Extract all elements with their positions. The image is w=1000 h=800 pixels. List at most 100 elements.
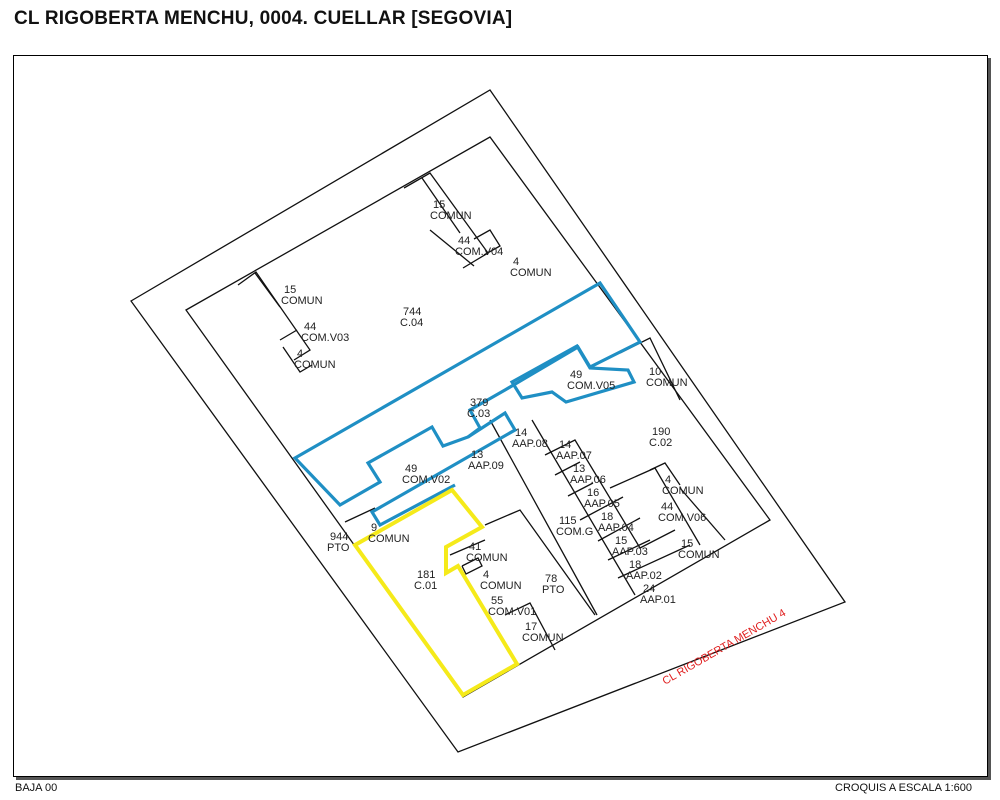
unit-name: AAP.02 — [626, 570, 662, 582]
unit-name: COMUN — [368, 533, 410, 545]
partition — [473, 229, 501, 256]
unit-name: COM.V04 — [455, 246, 503, 258]
zone-com-v05 — [509, 343, 637, 404]
unit-area: 379 — [470, 397, 488, 409]
partition — [403, 172, 489, 269]
partition — [504, 602, 556, 651]
unit-area: 49 — [405, 463, 417, 475]
partition — [484, 509, 596, 616]
partition — [679, 487, 726, 541]
partition — [544, 439, 676, 549]
unit-area: 14 — [515, 427, 527, 439]
unit-name: COM.V06 — [658, 512, 706, 524]
partition — [429, 229, 475, 267]
unit-area: 10 — [649, 366, 661, 378]
partition — [567, 482, 594, 497]
unit-name: COMUN — [662, 485, 704, 497]
unit-name: AAP.07 — [556, 450, 592, 462]
unit-area: 17 — [525, 621, 537, 633]
unit-name: C.04 — [400, 317, 423, 329]
unit-name: COM.V05 — [567, 380, 615, 392]
unit-area: 18 — [601, 511, 613, 523]
unit-area: 13 — [573, 463, 585, 475]
unit-name: AAP.08 — [512, 438, 548, 450]
unit-name: COM.V03 — [301, 332, 349, 344]
unit-area: 9 — [371, 522, 377, 534]
scale-label: CROQUIS A ESCALA 1:600 — [835, 782, 972, 794]
unit-area: 944 — [330, 531, 348, 543]
floor-label: BAJA 00 — [15, 782, 58, 794]
unit-name: AAP.03 — [612, 546, 648, 558]
sketch-frame — [13, 55, 988, 777]
partition — [554, 461, 581, 476]
partition — [344, 507, 376, 523]
zone-c03-lower — [369, 410, 518, 528]
unit-name: AAP.06 — [570, 474, 606, 486]
unit-area: 190 — [652, 426, 670, 438]
partition — [237, 271, 311, 361]
partition — [579, 496, 624, 521]
highlight-blue-zones — [292, 280, 643, 528]
unit-area: 4 — [513, 256, 519, 268]
unit-area: 18 — [629, 559, 641, 571]
highlight-yellow-c01 — [352, 487, 520, 698]
unit-name: C.03 — [467, 408, 490, 420]
partition — [489, 419, 598, 616]
unit-area: 13 — [471, 449, 483, 461]
unit-name: COMUN — [480, 580, 522, 592]
unit-area: 4 — [665, 474, 671, 486]
unit-area: 15 — [284, 284, 296, 296]
unit-name: COMUN — [522, 632, 564, 644]
unit-area: 41 — [469, 541, 481, 553]
unit-name: COM.G — [556, 526, 593, 538]
unit-area: 4 — [483, 569, 489, 581]
unit-name: COM.V01 — [488, 606, 536, 618]
partition — [461, 557, 483, 575]
unit-name: COM.V02 — [402, 474, 450, 486]
unit-name: C.01 — [414, 580, 437, 592]
unit-name: COMUN — [281, 295, 323, 307]
unit-area: 14 — [559, 439, 571, 451]
partition — [531, 419, 636, 596]
unit-area: 16 — [587, 487, 599, 499]
unit-area: 44 — [661, 501, 673, 513]
partition — [254, 272, 281, 308]
unit-name: COMUN — [646, 377, 688, 389]
unit-area: 115 — [559, 515, 577, 527]
partition — [282, 346, 313, 373]
unit-name: PTO — [327, 542, 350, 554]
unit-area: 15 — [681, 538, 693, 550]
unit-area: 24 — [643, 583, 655, 595]
unit-name: COMUN — [510, 267, 552, 279]
unit-area: 4 — [297, 348, 303, 360]
partition — [617, 544, 691, 579]
unit-area: 181 — [417, 569, 435, 581]
street-label: CL RIGOBERTA MENCHU 4 — [661, 607, 789, 688]
